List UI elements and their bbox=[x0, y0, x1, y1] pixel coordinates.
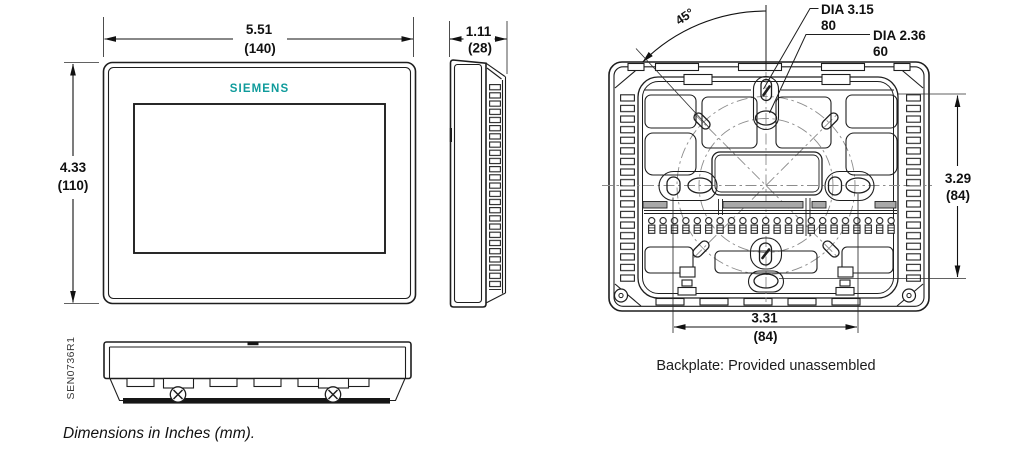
drawing-reference-code: SEN0736R1 bbox=[65, 337, 77, 400]
side-vent-ribs bbox=[489, 84, 501, 290]
dim-side-depth-mm: (28) bbox=[468, 41, 492, 56]
backplate-view bbox=[602, 61, 932, 312]
right-mount-slot bbox=[845, 177, 871, 194]
dim-inner-circle-label: DIA 2.36 bbox=[873, 28, 926, 43]
dim-backplate-width-inches: 3.31 bbox=[751, 311, 778, 326]
corner-screw-icon bbox=[613, 288, 629, 303]
dim-side-depth-inches: 1.11 bbox=[466, 24, 492, 39]
backplate-outer-frame bbox=[608, 61, 930, 312]
bottom-keyhole-slot bbox=[758, 242, 773, 266]
dim-front-width-mm: (140) bbox=[244, 41, 276, 56]
dim-backplate-height-mm: (84) bbox=[946, 188, 970, 203]
brand-logo: SIEMENS bbox=[230, 83, 289, 95]
dim-backplate-height-inches: 3.29 bbox=[945, 171, 971, 186]
terminal-block-row bbox=[646, 216, 896, 235]
dim-inner-circle-mm: 60 bbox=[873, 44, 888, 59]
backplate-note: Backplate: Provided unassembled bbox=[656, 358, 875, 374]
left-mount-slot bbox=[666, 176, 681, 196]
backplate-height-dimension: 3.29 (84) bbox=[779, 93, 971, 279]
phillips-screw-icon bbox=[324, 386, 342, 403]
backplate-inner-frame bbox=[613, 66, 925, 307]
front-screen bbox=[133, 103, 386, 254]
front-inner-frame bbox=[107, 66, 412, 300]
top-oval-hole bbox=[754, 110, 778, 126]
side-bezel bbox=[449, 59, 487, 308]
dim-mount-angle: 45° bbox=[673, 6, 697, 28]
dim-front-width-inches: 5.51 bbox=[246, 22, 273, 37]
bottom-gasket bbox=[123, 398, 390, 404]
front-height-dimension: 4.33 (110) bbox=[58, 62, 99, 304]
corner-screw-icon bbox=[901, 288, 917, 303]
side-view bbox=[449, 59, 507, 308]
phillips-screw-icon bbox=[169, 386, 187, 403]
dim-outer-circle-mm: 80 bbox=[821, 18, 836, 33]
dim-front-height-mm: (110) bbox=[58, 178, 89, 193]
side-depth-dimension: 1.11 (28) bbox=[449, 21, 508, 74]
bottom-view bbox=[103, 341, 412, 404]
mounting-holes bbox=[666, 78, 871, 289]
front-outer-frame bbox=[102, 61, 417, 305]
drawing-caption: Dimensions in Inches (mm). bbox=[63, 425, 255, 442]
backplate-left-ribs bbox=[620, 94, 635, 284]
backplate-width-dimension: 3.31 (84) bbox=[672, 194, 859, 344]
dim-front-height-inches: 4.33 bbox=[60, 160, 87, 175]
front-view: SIEMENS bbox=[102, 61, 417, 305]
dim-backplate-width-mm: (84) bbox=[753, 329, 777, 344]
top-keyhole-slot bbox=[760, 78, 773, 102]
front-width-dimension: 5.51 (140) bbox=[103, 17, 414, 57]
diameter-annotations: DIA 3.15 80 DIA 2.36 60 bbox=[763, 2, 926, 114]
dim-outer-circle-label: DIA 3.15 bbox=[821, 2, 874, 17]
backplate-center-opening bbox=[711, 151, 823, 196]
bottom-oval-hole bbox=[753, 273, 779, 289]
backplate-right-ribs bbox=[906, 94, 921, 284]
